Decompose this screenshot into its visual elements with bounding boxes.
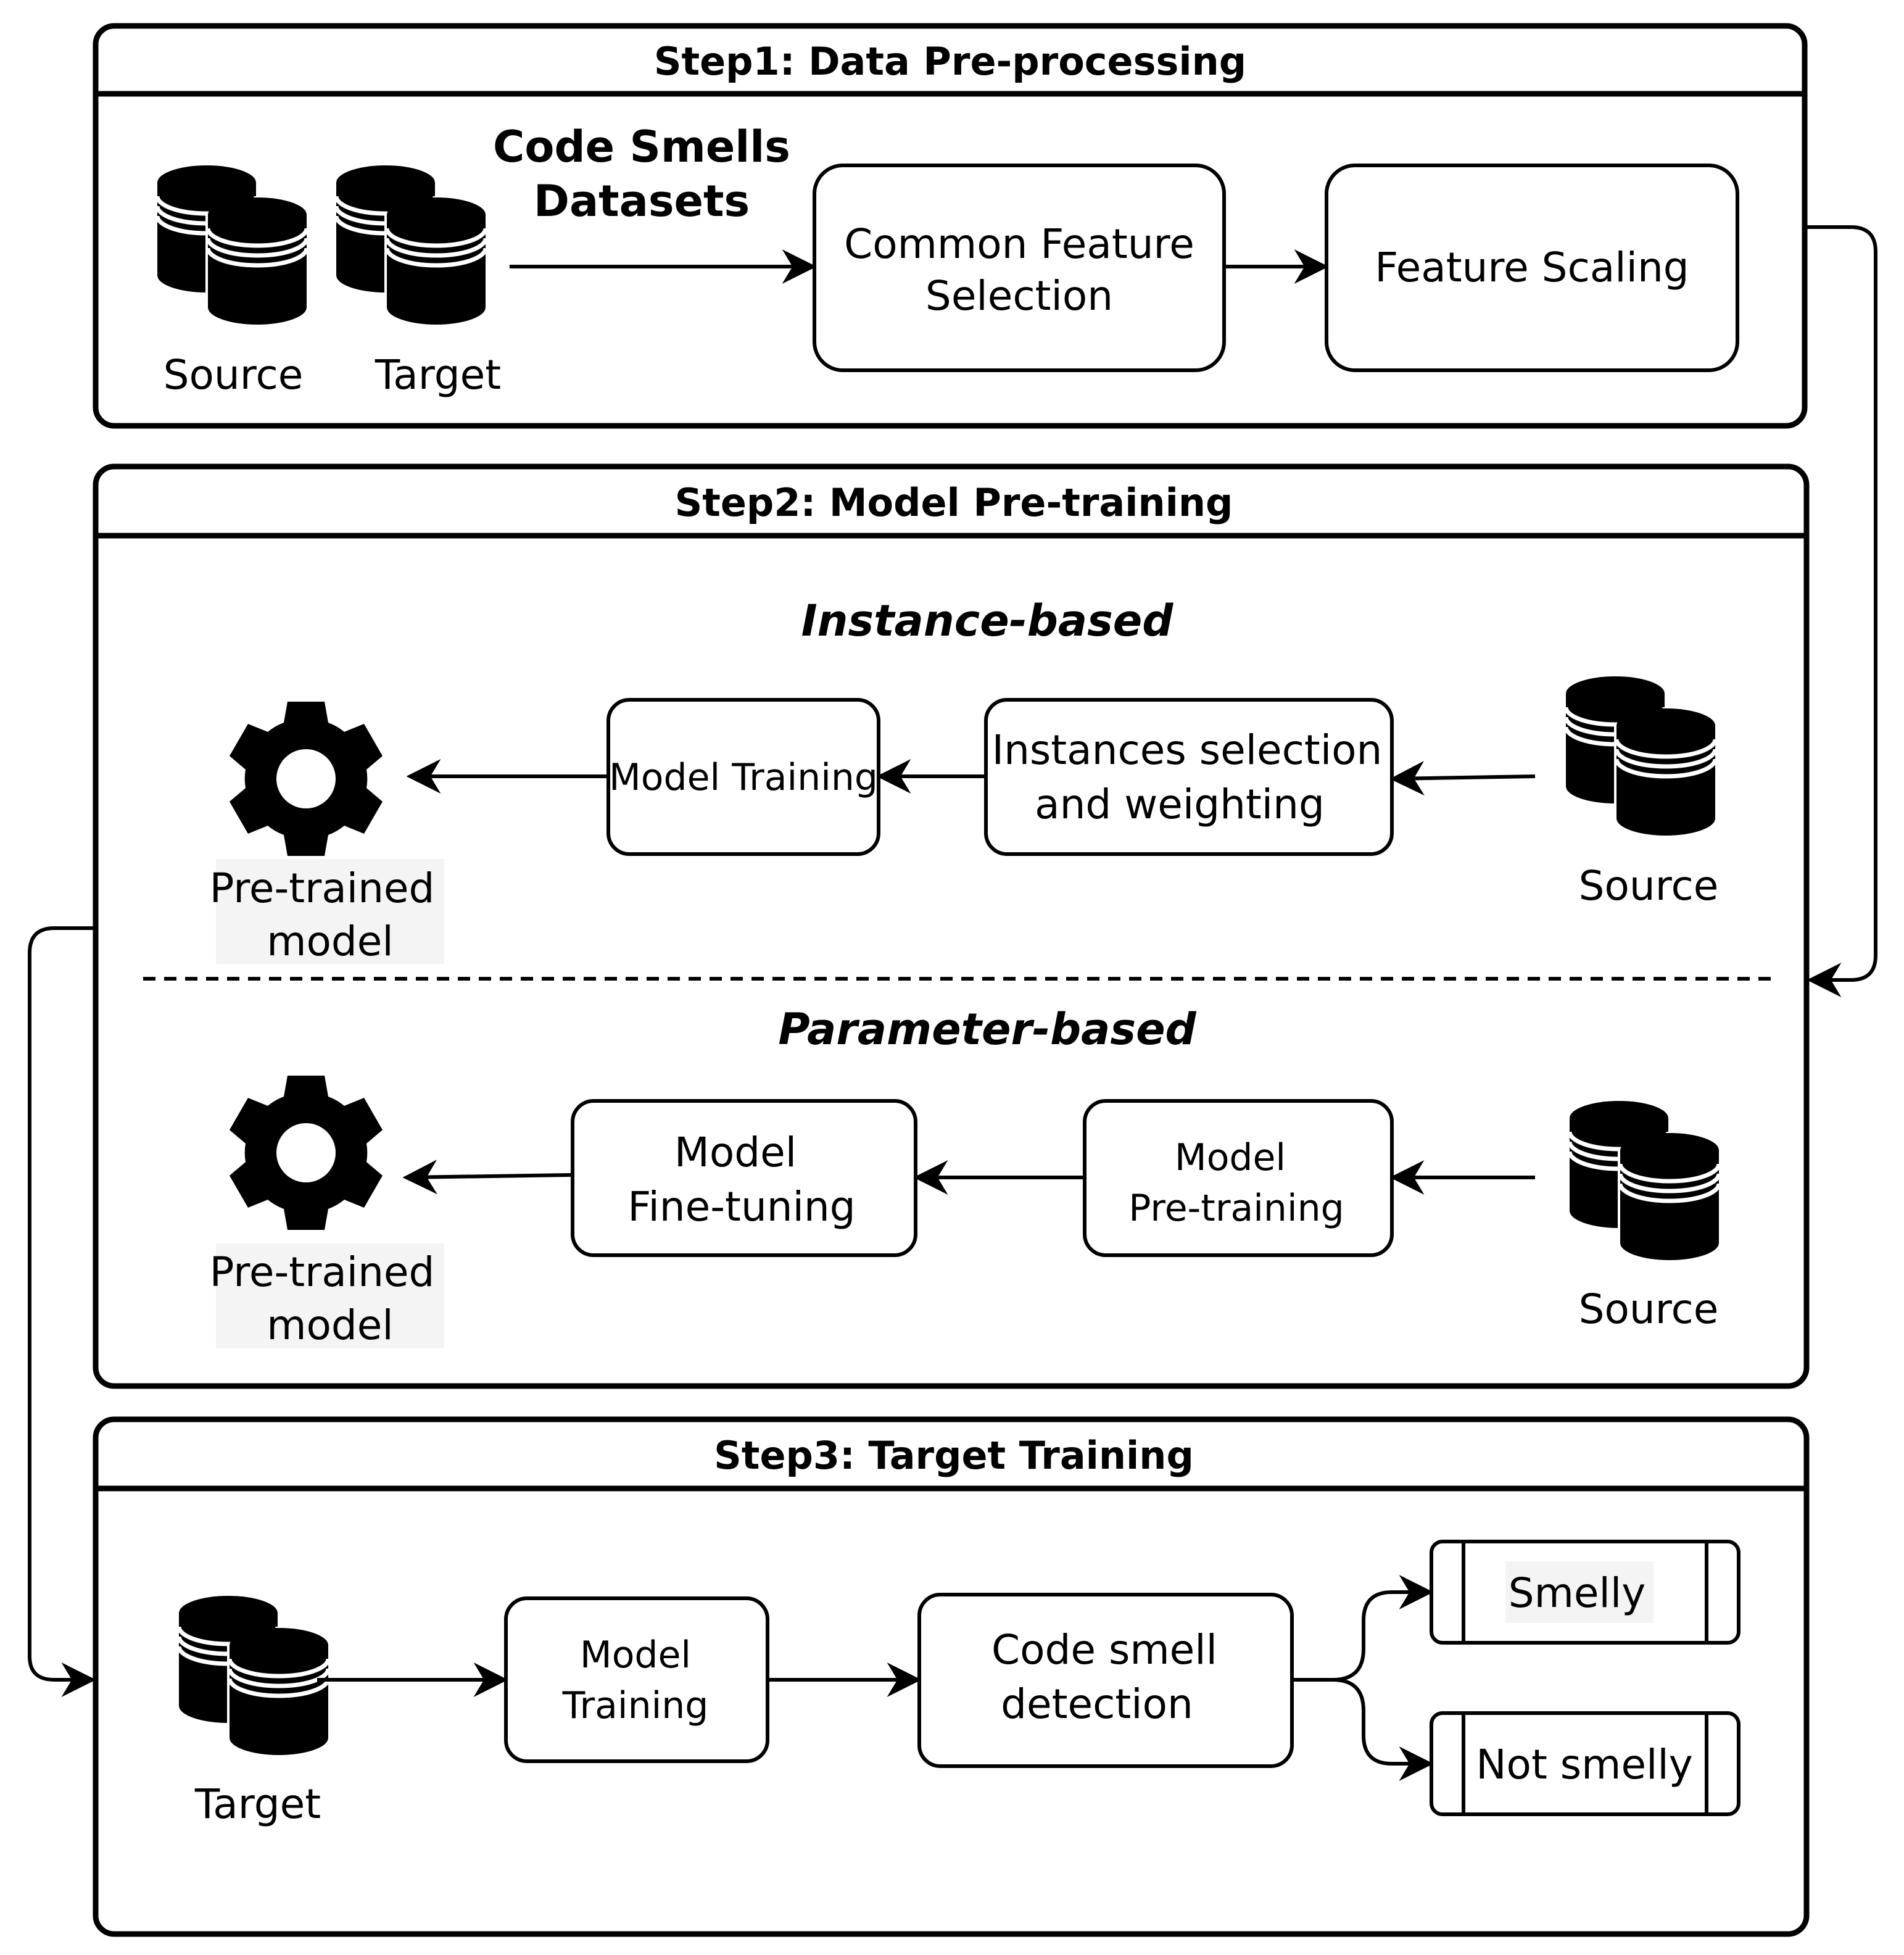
common-feature-line1: Common Feature: [844, 220, 1194, 268]
instance-model-training-label: Model Training: [609, 756, 878, 799]
parameter-source-database-icon: [1570, 1101, 1724, 1261]
step3-target-database-icon: [179, 1596, 333, 1756]
step3-target-label: Target: [194, 1780, 321, 1828]
step1-title: Step1: Data Pre-processing: [654, 39, 1246, 84]
instance-output-line1: Pre-trained: [210, 865, 435, 912]
step1-source-label: Source: [163, 351, 304, 399]
feature-scaling-box: [1325, 164, 1739, 372]
step3-title: Step3: Target Training: [714, 1433, 1194, 1478]
instances-selection-line2: and weighting: [1035, 781, 1325, 828]
common-feature-line2: Selection: [925, 272, 1113, 320]
connector-step2-to-step3: [28, 926, 96, 1697]
parameter-gear-icon: [230, 1076, 383, 1230]
step2-panel: Step2: Model Pre-training Instance-based…: [93, 463, 1810, 1389]
instance-output-label-bg: [216, 859, 444, 964]
parameter-source-label: Source: [1579, 1285, 1719, 1333]
parameter-output-label-bg: [216, 1243, 444, 1348]
not-smelly-box: Not smelly: [1430, 1711, 1741, 1816]
step1-panel: Step1: Data Pre-processing Source Target…: [93, 23, 1808, 429]
parameter-output-line1: Pre-trained: [210, 1248, 435, 1296]
instances-selection-box: [984, 698, 1394, 856]
feature-scaling-label: Feature Scaling: [1375, 244, 1689, 291]
smelly-label: Smelly: [1509, 1569, 1646, 1617]
model-finetuning-line1: Model: [674, 1129, 797, 1176]
arrow-finetune-to-model: [402, 1160, 572, 1195]
arrow-detection-to-smelly: [1293, 1575, 1434, 1682]
detection-line1: Code smell: [991, 1626, 1217, 1674]
not-smelly-label: Not smelly: [1476, 1741, 1693, 1788]
source-database-icon: [157, 165, 312, 326]
step2-title: Step2: Model Pre-training: [675, 480, 1233, 525]
parameter-output-line2: model: [267, 1301, 394, 1349]
instance-output-line2: model: [267, 918, 394, 965]
model-finetuning-line2: Fine-tuning: [627, 1183, 855, 1231]
model-pretraining-line2: Pre-training: [1128, 1187, 1344, 1230]
instance-gear-icon: [230, 702, 383, 856]
step1-target-label: Target: [375, 351, 501, 399]
dataset-title-line1: Code Smells: [493, 122, 790, 172]
instance-source-label: Source: [1579, 862, 1719, 910]
instance-source-database-icon: [1566, 676, 1720, 837]
parameter-based-title: Parameter-based: [778, 1004, 1196, 1055]
detection-line2: detection: [1001, 1680, 1193, 1728]
code-smell-detection-box: [917, 1593, 1294, 1768]
instance-based-title: Instance-based: [801, 596, 1174, 646]
step3-training-line2: Training: [562, 1684, 709, 1727]
step3-panel: Step3: Target Training Target Model Trai…: [93, 1416, 1810, 1937]
step3-model-training-box: [504, 1596, 769, 1763]
connector-step1-to-step2: [1805, 225, 1877, 997]
dataset-title-line2: Datasets: [534, 176, 750, 226]
target-database-icon: [336, 165, 490, 326]
instances-selection-line1: Instances selection: [992, 726, 1383, 774]
arrow-detection-to-not-smelly: [1332, 1678, 1434, 1781]
smelly-box: Smelly: [1430, 1540, 1741, 1645]
model-pretraining-line1: Model: [1175, 1136, 1286, 1179]
model-finetuning-box: [571, 1099, 917, 1257]
arrow-source-to-selection: [1389, 761, 1536, 796]
common-feature-box: [813, 164, 1226, 372]
step3-training-line1: Model: [580, 1633, 691, 1677]
